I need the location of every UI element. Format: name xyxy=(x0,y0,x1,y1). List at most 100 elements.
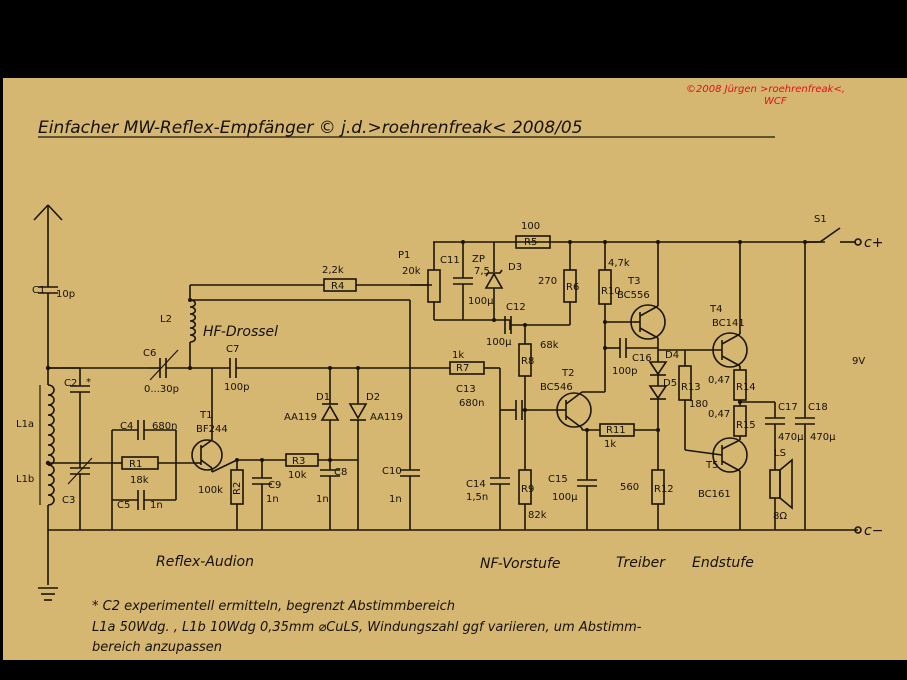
r10-value: 4,7k xyxy=(608,258,630,269)
c13-value: 680n xyxy=(459,398,484,409)
t2-label: T2 xyxy=(561,368,574,379)
note-line1: * C2 experimentell ermitteln, begrenzt A… xyxy=(92,599,455,614)
r4-value: 2,2k xyxy=(322,265,344,276)
capacitor-c6-variable xyxy=(149,349,190,381)
r7-value: 1k xyxy=(452,350,464,361)
c17-value: 470µ xyxy=(778,432,804,443)
d4-label: D4 xyxy=(665,350,679,361)
section-preamp: NF-Vorstufe xyxy=(480,556,561,572)
watermark-line1: ©2008 Jürgen >roehrenfreak<, xyxy=(686,84,845,95)
capacitor-c12 xyxy=(504,316,570,334)
t5-value: BC161 xyxy=(698,489,731,500)
c7-value: 100p xyxy=(224,382,249,393)
t3-label: T3 xyxy=(627,276,640,287)
r14-label: R14 xyxy=(736,382,756,393)
diode-d5 xyxy=(648,385,668,430)
r14-value: 0,47 xyxy=(708,375,730,386)
r5-value: 100 xyxy=(521,221,540,232)
resistor-r3 xyxy=(285,453,358,467)
zener-d3 xyxy=(484,242,504,322)
diagram-title: Einfacher MW-Reflex-Empfänger © j.d.>roe… xyxy=(38,118,583,138)
capacitor-c10 xyxy=(400,469,420,530)
transistor-t2 xyxy=(556,391,605,431)
capacitor-c1 xyxy=(38,245,58,368)
r4-label: R4 xyxy=(331,281,344,292)
ls-value: 8Ω xyxy=(773,511,787,522)
s1-label: S1 xyxy=(814,214,827,225)
resistor-r15 xyxy=(733,405,747,440)
r9-value: 82k xyxy=(528,510,547,521)
zp-label: ZP xyxy=(472,254,485,265)
t2-value: BC546 xyxy=(540,382,573,393)
c18-value: 470µ xyxy=(810,432,836,443)
l1a-label: L1a xyxy=(16,419,34,430)
d1-label: D1 xyxy=(316,392,330,403)
c5-label: C5 xyxy=(117,500,130,511)
c17-label: C17 xyxy=(778,402,798,413)
diode-d4 xyxy=(648,350,668,386)
r8-label: R8 xyxy=(521,356,534,367)
c8-label: C8 xyxy=(334,467,347,478)
coil-l1 xyxy=(39,368,55,585)
c1-value: 10p xyxy=(56,289,75,300)
resistor-r13 xyxy=(658,349,692,450)
gate-network xyxy=(111,420,196,530)
capacitor-c16 xyxy=(603,338,658,358)
r6-label: R6 xyxy=(566,282,579,293)
r13-value: 180 xyxy=(689,399,708,410)
r2-value: 100k xyxy=(198,485,223,496)
coil-l2 xyxy=(188,284,410,368)
r12-value: 560 xyxy=(620,482,639,493)
c10-label: C10 xyxy=(382,466,402,477)
note-line2: L1a 50Wdg. , L1b 10Wdg 0,35mm ⌀CuLS, Win… xyxy=(92,620,642,635)
antenna-icon xyxy=(33,204,63,245)
resistor-r7 xyxy=(449,361,501,410)
t4-label: T4 xyxy=(709,304,722,315)
transistor-t1 xyxy=(191,368,238,473)
capacitor-c17 xyxy=(765,402,785,470)
c4-label: C4 xyxy=(120,421,133,432)
r3-value: 10k xyxy=(288,470,307,481)
c9-value: 1n xyxy=(266,494,279,505)
r3-label: R3 xyxy=(292,456,305,467)
section-audion: Reflex-Audion xyxy=(156,554,254,570)
capacitor-c8 xyxy=(320,458,340,530)
r12-label: R12 xyxy=(654,484,674,495)
capacitor-c13 xyxy=(500,400,558,420)
c10-value: 1n xyxy=(389,494,402,505)
resistor-r11 xyxy=(599,423,658,437)
capacitor-c15 xyxy=(577,428,597,530)
ground-icon xyxy=(38,587,58,601)
transistor-t5 xyxy=(684,437,748,530)
supply-voltage: 9V xyxy=(852,356,865,367)
r15-value: 0,47 xyxy=(708,409,730,420)
minus-terminal-label: c− xyxy=(864,523,883,539)
note-line3: bereich anzupassen xyxy=(92,640,222,655)
resistor-r8 xyxy=(518,325,532,410)
watermark-line2: WCF xyxy=(764,96,787,107)
r10-label: R10 xyxy=(601,286,621,297)
c14-value: 1,5n xyxy=(466,492,488,503)
r6-value: 270 xyxy=(538,276,557,287)
c12-value: 100µ xyxy=(486,337,512,348)
t3-value: BC556 xyxy=(617,290,650,301)
r13-label: R13 xyxy=(681,382,701,393)
c1-label: C1 xyxy=(32,285,45,296)
r5-label: R5 xyxy=(524,237,537,248)
resistor-r14 xyxy=(733,369,775,406)
capacitor-c14 xyxy=(490,477,510,530)
c14-label: C14 xyxy=(466,479,486,490)
c6-value: 0...30p xyxy=(144,384,179,395)
c16-value: 100p xyxy=(612,366,637,377)
resistor-r5 xyxy=(515,235,551,249)
r11-label: R11 xyxy=(606,425,626,436)
d5-label: D5 xyxy=(663,378,677,389)
t5-label: T5 xyxy=(705,460,718,471)
d2-label: D2 xyxy=(366,392,380,403)
d2-value: AA119 xyxy=(370,412,403,423)
c8-value: 1n xyxy=(316,494,329,505)
c2-star: * xyxy=(86,377,91,388)
c3-label: C3 xyxy=(62,495,75,506)
c15-label: C15 xyxy=(548,474,568,485)
diode-d1 xyxy=(320,366,340,460)
